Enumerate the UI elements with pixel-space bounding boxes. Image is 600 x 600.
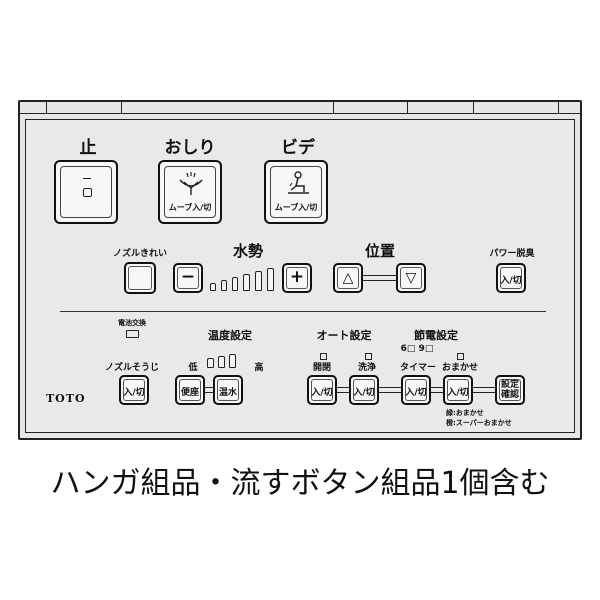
nozzle-cleaning-button[interactable]: 入/切 xyxy=(119,375,149,405)
battery-icon xyxy=(126,330,139,338)
power-deodorize-button[interactable]: 入/切 xyxy=(496,263,526,293)
auto-flush-button[interactable]: 入/切 xyxy=(349,375,379,405)
auto-open-close-onoff-label: 入/切 xyxy=(311,388,333,398)
temp-high-label: 高 xyxy=(254,363,264,373)
seat-temp-button[interactable]: 便座 xyxy=(175,375,205,405)
triangle-up-icon: △ xyxy=(342,270,354,286)
energy-connector-1 xyxy=(379,387,401,393)
energy-connector-2 xyxy=(431,387,443,393)
omakase-label: おまかせ xyxy=(441,363,478,373)
pressure-level-5 xyxy=(255,271,262,291)
omakase-button[interactable]: 入/切 xyxy=(443,375,473,405)
setting-confirm-label: 設定 確認 xyxy=(497,380,523,400)
temp-connector xyxy=(205,387,213,393)
nozzle-cleaning-label: ノズルそうじ xyxy=(104,363,159,373)
seat-temp-label: 便座 xyxy=(180,388,199,398)
panel-top-strip xyxy=(18,100,582,114)
pressure-level-2 xyxy=(221,280,227,291)
water-minus-button[interactable]: − xyxy=(173,263,203,293)
water-temp-button[interactable]: 温水 xyxy=(213,375,243,405)
temp-level-3 xyxy=(229,354,236,368)
auto-setting-label: オート設定 xyxy=(316,329,372,342)
position-label: 位置 xyxy=(364,242,395,260)
position-down-button[interactable]: ▽ xyxy=(396,263,426,293)
bidet-label: ビデ xyxy=(281,138,315,158)
position-up-button[interactable]: △ xyxy=(333,263,363,293)
product-caption: ハンガ組品・流すボタン組品1個含む xyxy=(50,466,550,501)
nozzle-clean-label: ノズルきれい xyxy=(112,249,167,259)
plus-icon: + xyxy=(289,267,305,287)
auto-flush-onoff-label: 入/切 xyxy=(353,388,375,398)
bidet-person-icon xyxy=(288,171,309,194)
oshiri-move-label: ムーブ入/切 xyxy=(168,203,212,212)
water-temp-label: 温水 xyxy=(218,388,237,398)
panel-divider xyxy=(60,311,546,312)
temp-low-label: 低 xyxy=(188,363,198,373)
auto-open-close-button[interactable]: 入/切 xyxy=(307,375,337,405)
brand-logo: TOTO xyxy=(46,392,86,405)
triangle-down-icon: ▽ xyxy=(405,270,417,286)
stop-square-icon xyxy=(83,188,92,197)
bidet-button[interactable]: ムーブ入/切 xyxy=(264,160,328,224)
stop-button[interactable] xyxy=(54,160,118,224)
timer-button[interactable]: 入/切 xyxy=(401,375,431,405)
oshiri-spray-icon xyxy=(179,172,203,195)
water-plus-button[interactable]: + xyxy=(282,263,312,293)
minus-icon: − xyxy=(180,267,196,287)
oshiri-button[interactable]: ムーブ入/切 xyxy=(158,160,222,224)
temp-setting-label: 温度設定 xyxy=(208,329,252,342)
setting-confirm-button[interactable]: 設定 確認 xyxy=(495,375,525,405)
position-connector xyxy=(363,275,396,281)
flush-label: 洗浄 xyxy=(357,363,376,373)
oshiri-label: おしり xyxy=(164,138,216,158)
energy-setting-label: 節電設定 xyxy=(414,329,458,342)
setting-confirm-line2: 確認 xyxy=(500,390,519,400)
auto-open-indicator xyxy=(320,346,327,365)
six-nine-label: 6□ 9□ xyxy=(400,344,434,354)
stop-dash-icon xyxy=(83,178,91,179)
water-pressure-label: 水勢 xyxy=(232,242,263,260)
energy-connector-3 xyxy=(473,387,495,393)
omakase-onoff-label: 入/切 xyxy=(447,388,469,398)
pressure-level-6 xyxy=(267,268,274,291)
auto-connector xyxy=(337,387,349,393)
timer-onoff-label: 入/切 xyxy=(405,388,427,398)
power-deodorize-label: パワー脱臭 xyxy=(489,249,535,259)
bidet-move-label: ムーブ入/切 xyxy=(274,203,318,212)
nozzle-clean-button[interactable] xyxy=(124,262,156,294)
stop-label: 止 xyxy=(79,138,97,158)
pressure-level-3 xyxy=(232,277,238,291)
omakase-indicator xyxy=(457,346,464,365)
timer-label: タイマー xyxy=(399,363,436,373)
setting-confirm-line1: 設定 xyxy=(500,380,519,390)
battery-replace-label: 電池交換 xyxy=(118,319,146,327)
open-close-label: 開閉 xyxy=(312,363,331,373)
power-deodorize-onoff-label: 入/切 xyxy=(500,276,522,286)
pressure-level-1 xyxy=(210,283,216,291)
temp-level-1 xyxy=(207,358,214,368)
note-omakase: 緑:おまかせ xyxy=(446,409,484,417)
note-super-omakase: 橙:スーパーおまかせ xyxy=(446,419,512,427)
temp-level-2 xyxy=(218,356,225,368)
auto-flush-indicator xyxy=(365,346,372,365)
pressure-level-4 xyxy=(243,274,250,291)
nozzle-cleaning-onoff-label: 入/切 xyxy=(123,388,145,398)
